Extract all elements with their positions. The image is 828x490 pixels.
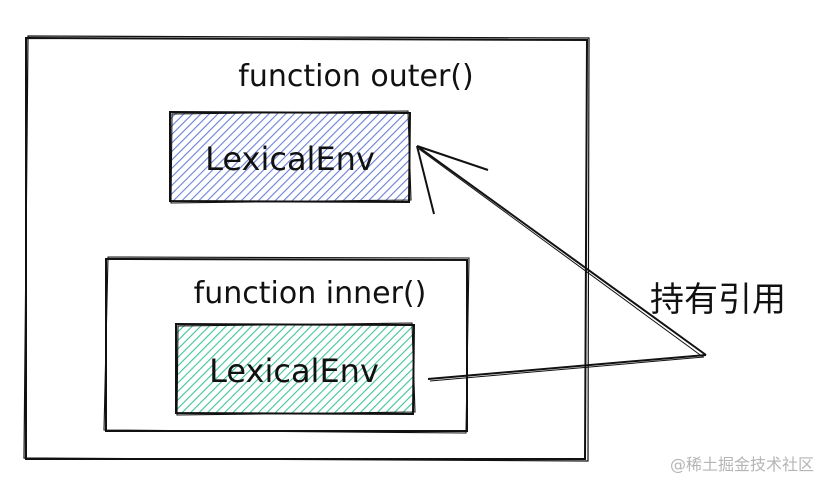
reference-arrow <box>416 145 707 382</box>
outer-function-title: function outer() <box>238 59 473 94</box>
outer-function-box <box>23 35 590 462</box>
inner-function-box <box>103 256 470 434</box>
inner-lexical-env-box <box>175 322 416 416</box>
reference-annotation: 持有引用 <box>650 280 786 320</box>
watermark: @稀土掘金技术社区 <box>670 455 814 474</box>
arrowhead-icon <box>416 145 489 215</box>
inner-function-title: function inner() <box>194 276 427 311</box>
outer-lexical-env-label: LexicalEnv <box>205 140 375 178</box>
outer-lexical-env-box <box>169 110 412 204</box>
inner-lexical-env-label: LexicalEnv <box>209 352 379 390</box>
